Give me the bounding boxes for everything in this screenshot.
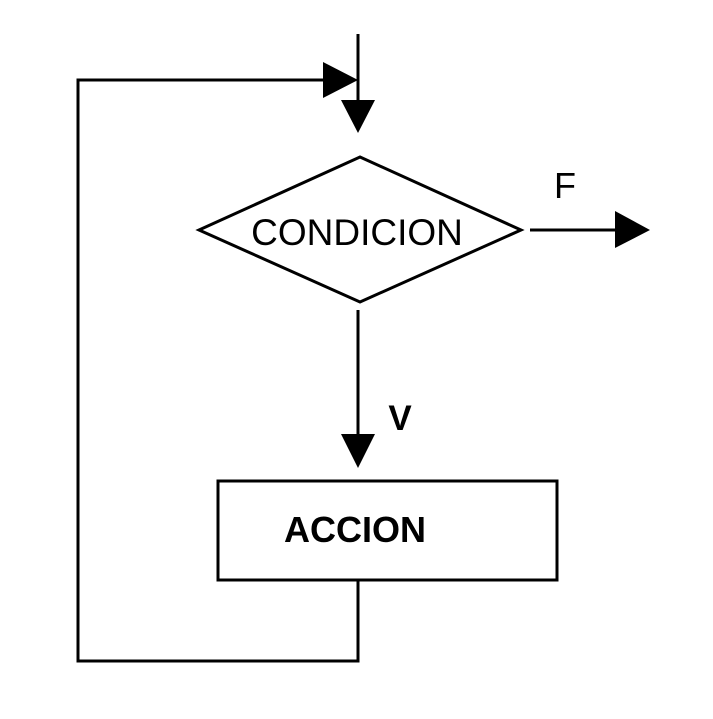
condition-node: CONDICION — [195, 155, 525, 304]
action-label: ACCION — [284, 509, 426, 550]
entry-arrowhead — [341, 100, 375, 133]
false-branch-label: F — [554, 165, 576, 206]
action-box — [216, 479, 559, 582]
loop-back-path — [76, 78, 360, 663]
true-branch-label: V — [388, 399, 412, 438]
false-branch-arrowhead — [615, 211, 650, 248]
action-node: ACCION — [216, 479, 559, 582]
condition-label: CONDICION — [251, 212, 463, 253]
condition-diamond — [195, 155, 525, 304]
true-branch-arrowhead — [341, 434, 375, 468]
loop-back-arrowhead — [323, 62, 358, 98]
